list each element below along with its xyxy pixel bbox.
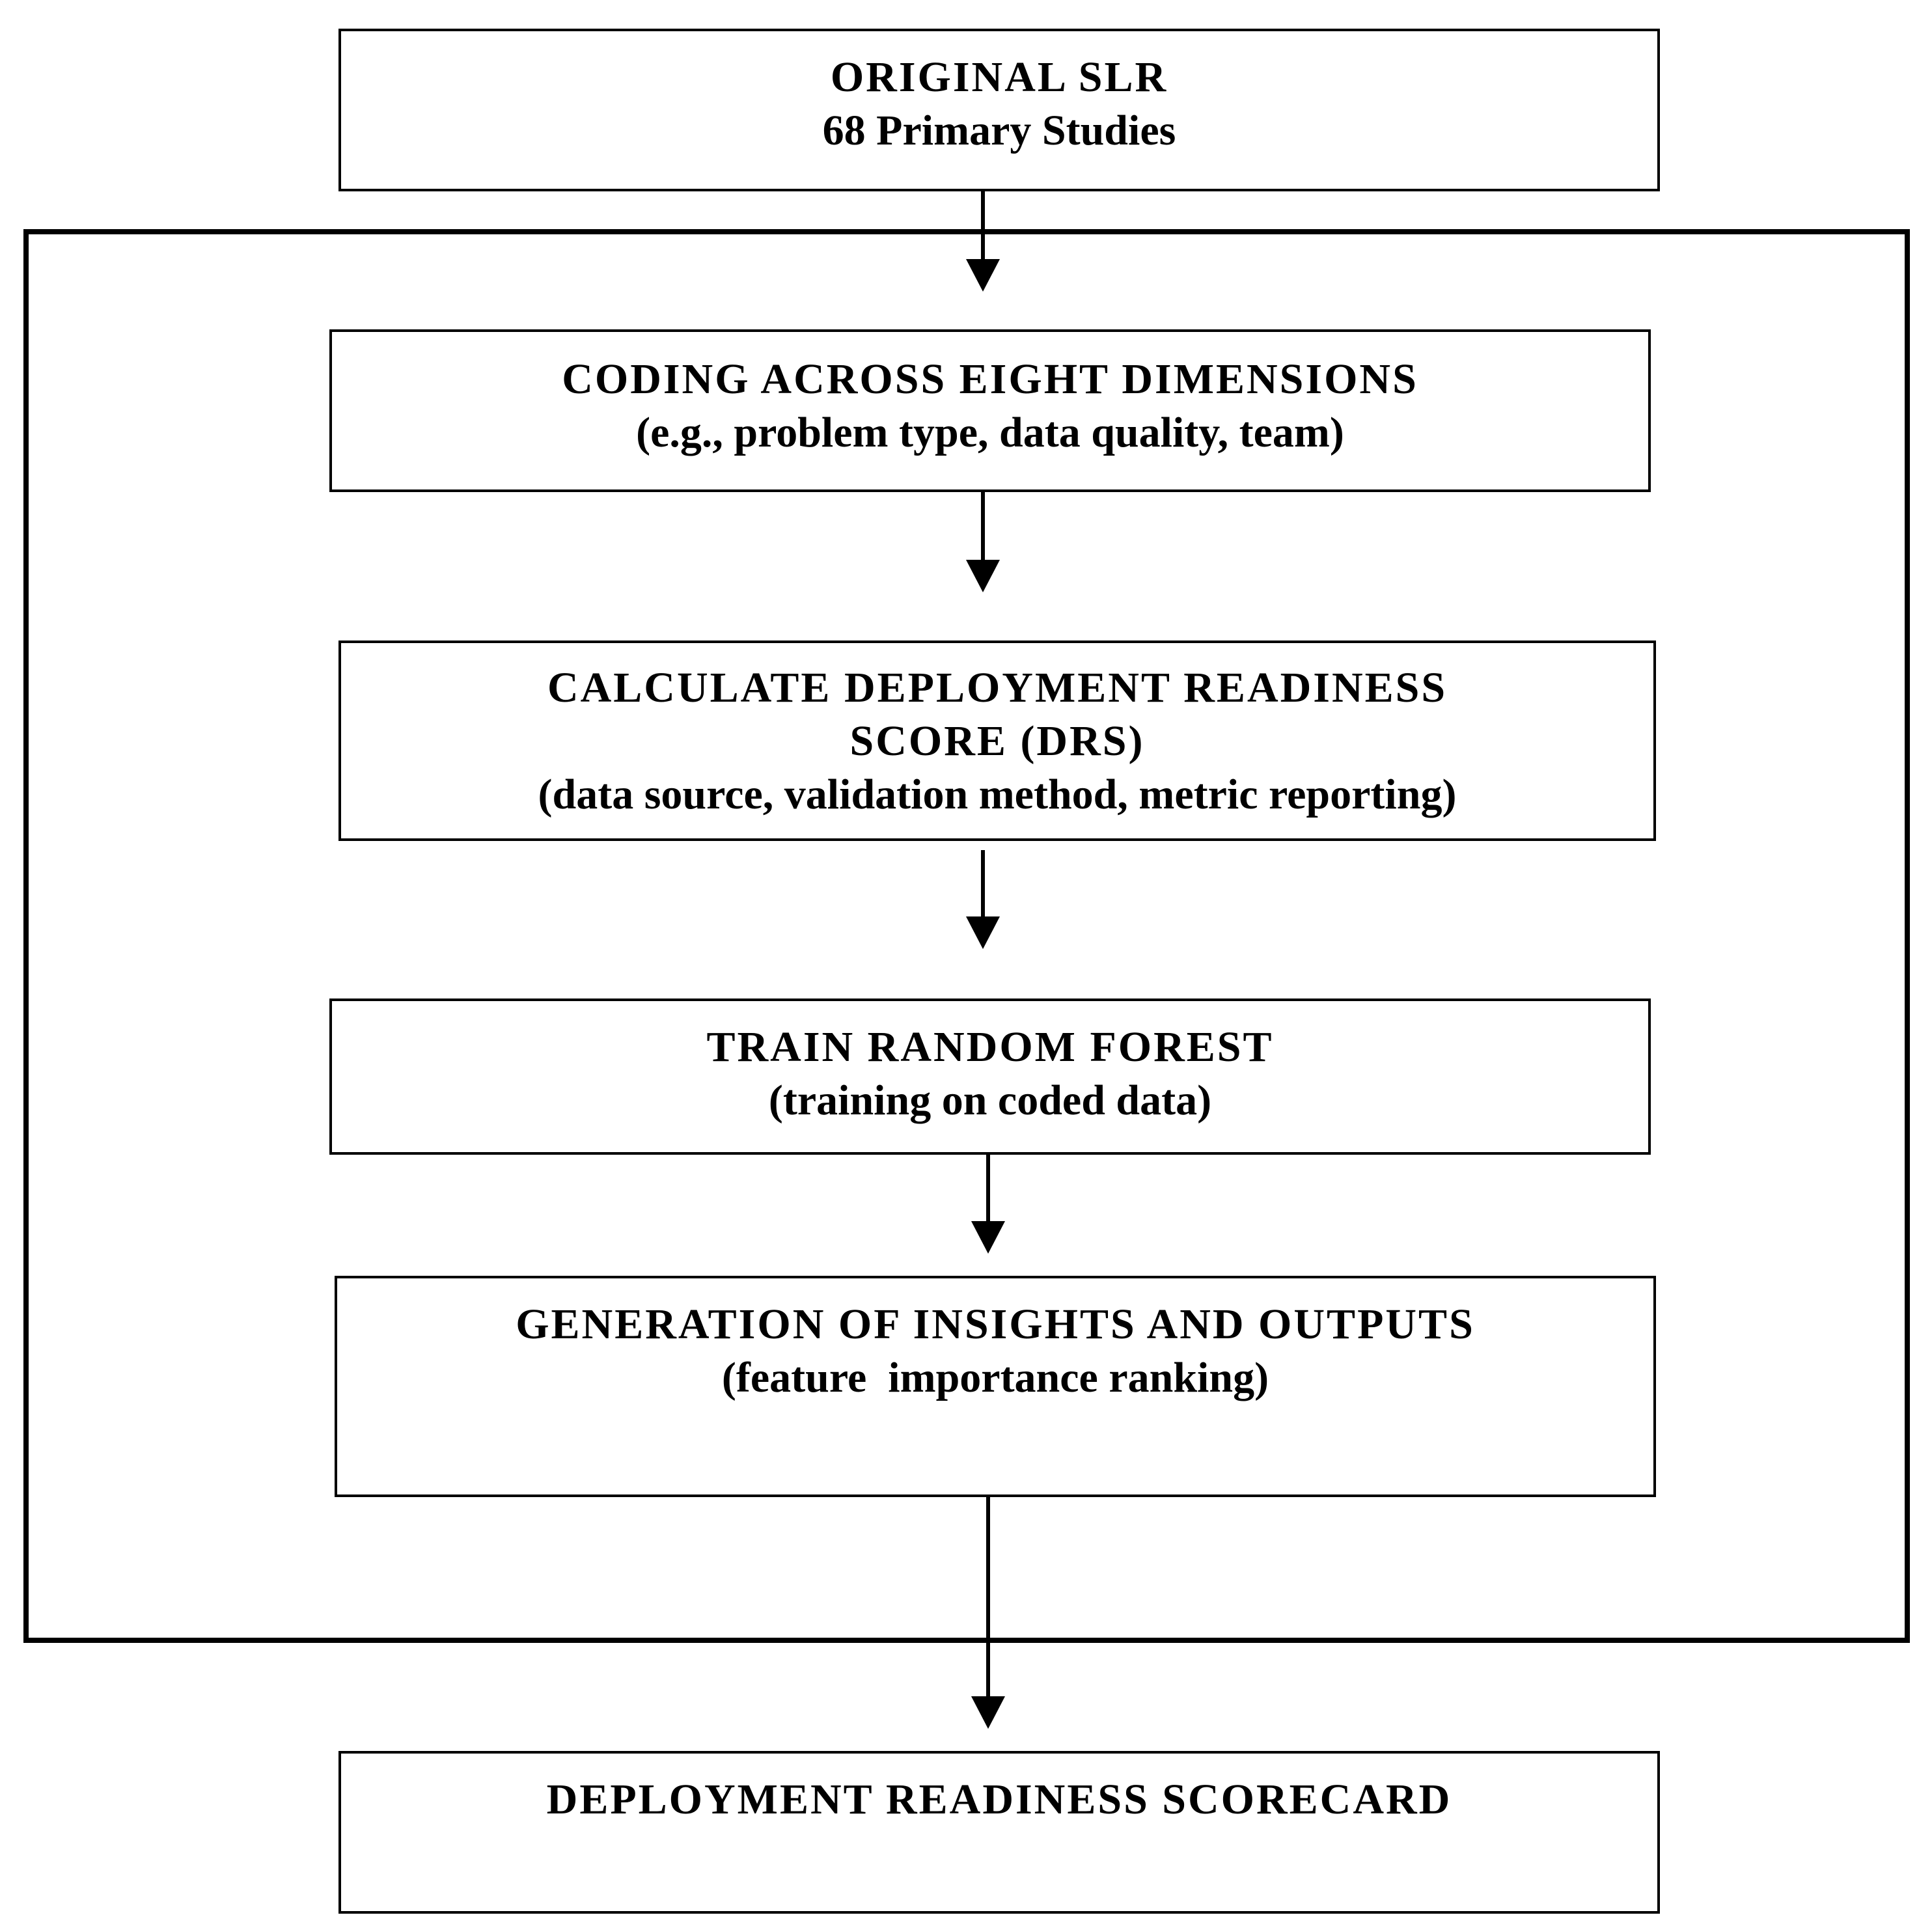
step-subtitle: 68 Primary Studies <box>822 107 1176 154</box>
step-title: GENERATION OF INSIGHTS AND OUTPUTS <box>516 1301 1475 1348</box>
step-original-slr: ORIGINAL SLR 68 Primary Studies <box>338 29 1660 191</box>
arrowhead-drs-to-forest <box>966 916 1000 949</box>
step-subtitle: (data source, validation method, metric … <box>538 771 1457 818</box>
arrowhead-insights-to-scorecard <box>971 1696 1005 1729</box>
process-frame <box>23 229 1910 1643</box>
step-drs: CALCULATE DEPLOYMENT READINESS SCORE (DR… <box>338 640 1656 841</box>
arrowhead-slr-to-coding <box>966 259 1000 292</box>
step-title: CODING ACROSS EIGHT DIMENSIONS <box>562 355 1418 403</box>
step-title: DEPLOYMENT READINESS SCORECARD <box>546 1776 1452 1823</box>
arrowhead-forest-to-insights <box>971 1221 1005 1254</box>
step-subtitle: (feature importance ranking) <box>721 1354 1269 1401</box>
step-title-line1: CALCULATE DEPLOYMENT READINESS <box>547 664 1448 711</box>
step-title: ORIGINAL SLR <box>830 53 1168 101</box>
step-title-line2: SCORE (DRS) <box>849 717 1145 765</box>
step-insights: GENERATION OF INSIGHTS AND OUTPUTS (feat… <box>335 1276 1656 1497</box>
step-random-forest: TRAIN RANDOM FOREST (training on coded d… <box>329 998 1651 1155</box>
step-coding: CODING ACROSS EIGHT DIMENSIONS (e.g., pr… <box>329 329 1651 492</box>
step-title: TRAIN RANDOM FOREST <box>706 1023 1274 1071</box>
step-scorecard: DEPLOYMENT READINESS SCORECARD <box>338 1751 1660 1914</box>
arrowhead-coding-to-drs <box>966 560 1000 592</box>
step-subtitle: (training on coded data) <box>768 1077 1212 1124</box>
step-subtitle: (e.g., problem type, data quality, team) <box>636 409 1344 456</box>
